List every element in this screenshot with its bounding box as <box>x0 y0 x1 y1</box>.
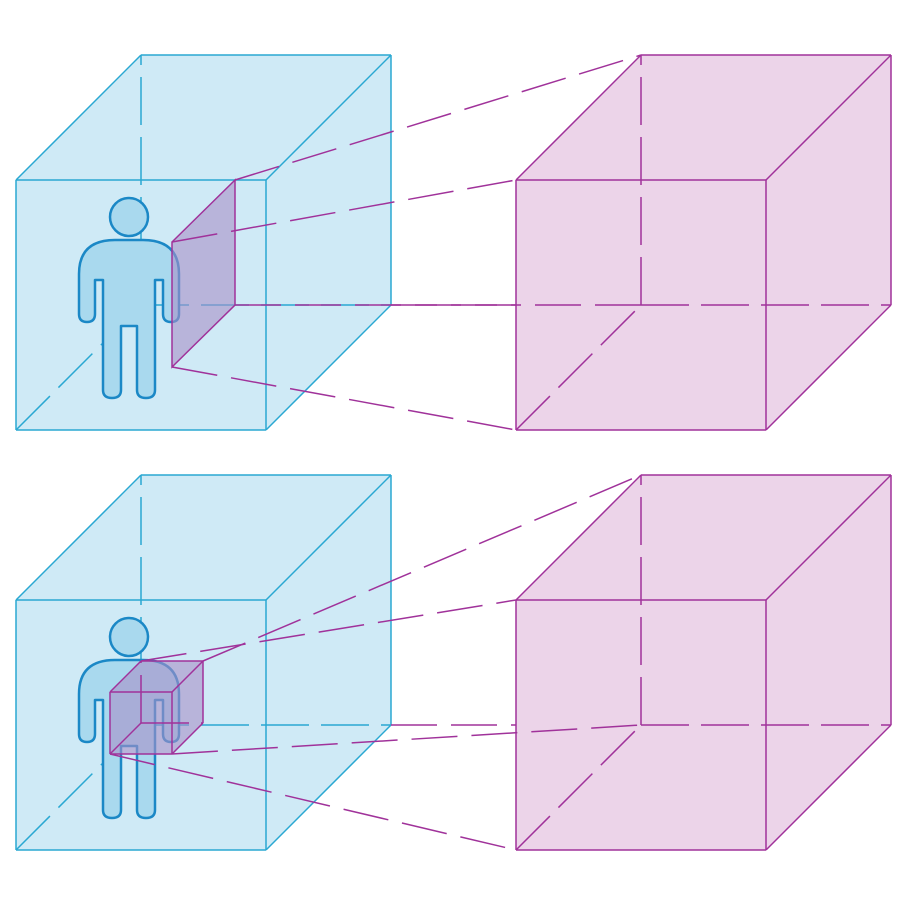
inner-volume-cube-edge <box>109 660 142 693</box>
person-head <box>108 196 150 238</box>
inner-volume-cube-hidden-edge <box>109 722 142 755</box>
target-cube-edge <box>515 54 642 181</box>
projection-line <box>109 753 517 851</box>
target-cube-edge <box>765 724 892 851</box>
target-cube <box>515 54 892 431</box>
target-cube <box>515 474 892 851</box>
target-cube-hidden-edge <box>515 304 642 431</box>
source-cube-edge <box>15 54 142 181</box>
inner-volume-cube <box>109 660 204 755</box>
inner-volume-cube-edge <box>171 660 204 693</box>
target-cube-edge <box>515 474 642 601</box>
target-cube-edge <box>765 54 892 181</box>
target-cube-edge <box>765 304 892 431</box>
panel-bottom <box>15 474 892 851</box>
projection-line <box>202 474 642 662</box>
projection-line <box>234 54 642 181</box>
person-icon <box>77 196 181 400</box>
source-cube-edge <box>15 474 142 601</box>
person-head <box>108 616 150 658</box>
source-cube-edge <box>265 474 392 601</box>
projection-line <box>140 599 517 662</box>
inner-volume-cube-edge <box>171 722 204 755</box>
target-cube-hidden-edge <box>515 724 642 851</box>
target-cube-edge <box>765 474 892 601</box>
source-cube-edge <box>265 304 392 431</box>
projection-line <box>171 724 642 755</box>
source-cube-edge <box>265 724 392 851</box>
source-cube-edge <box>265 54 392 181</box>
panel-top <box>15 54 892 431</box>
